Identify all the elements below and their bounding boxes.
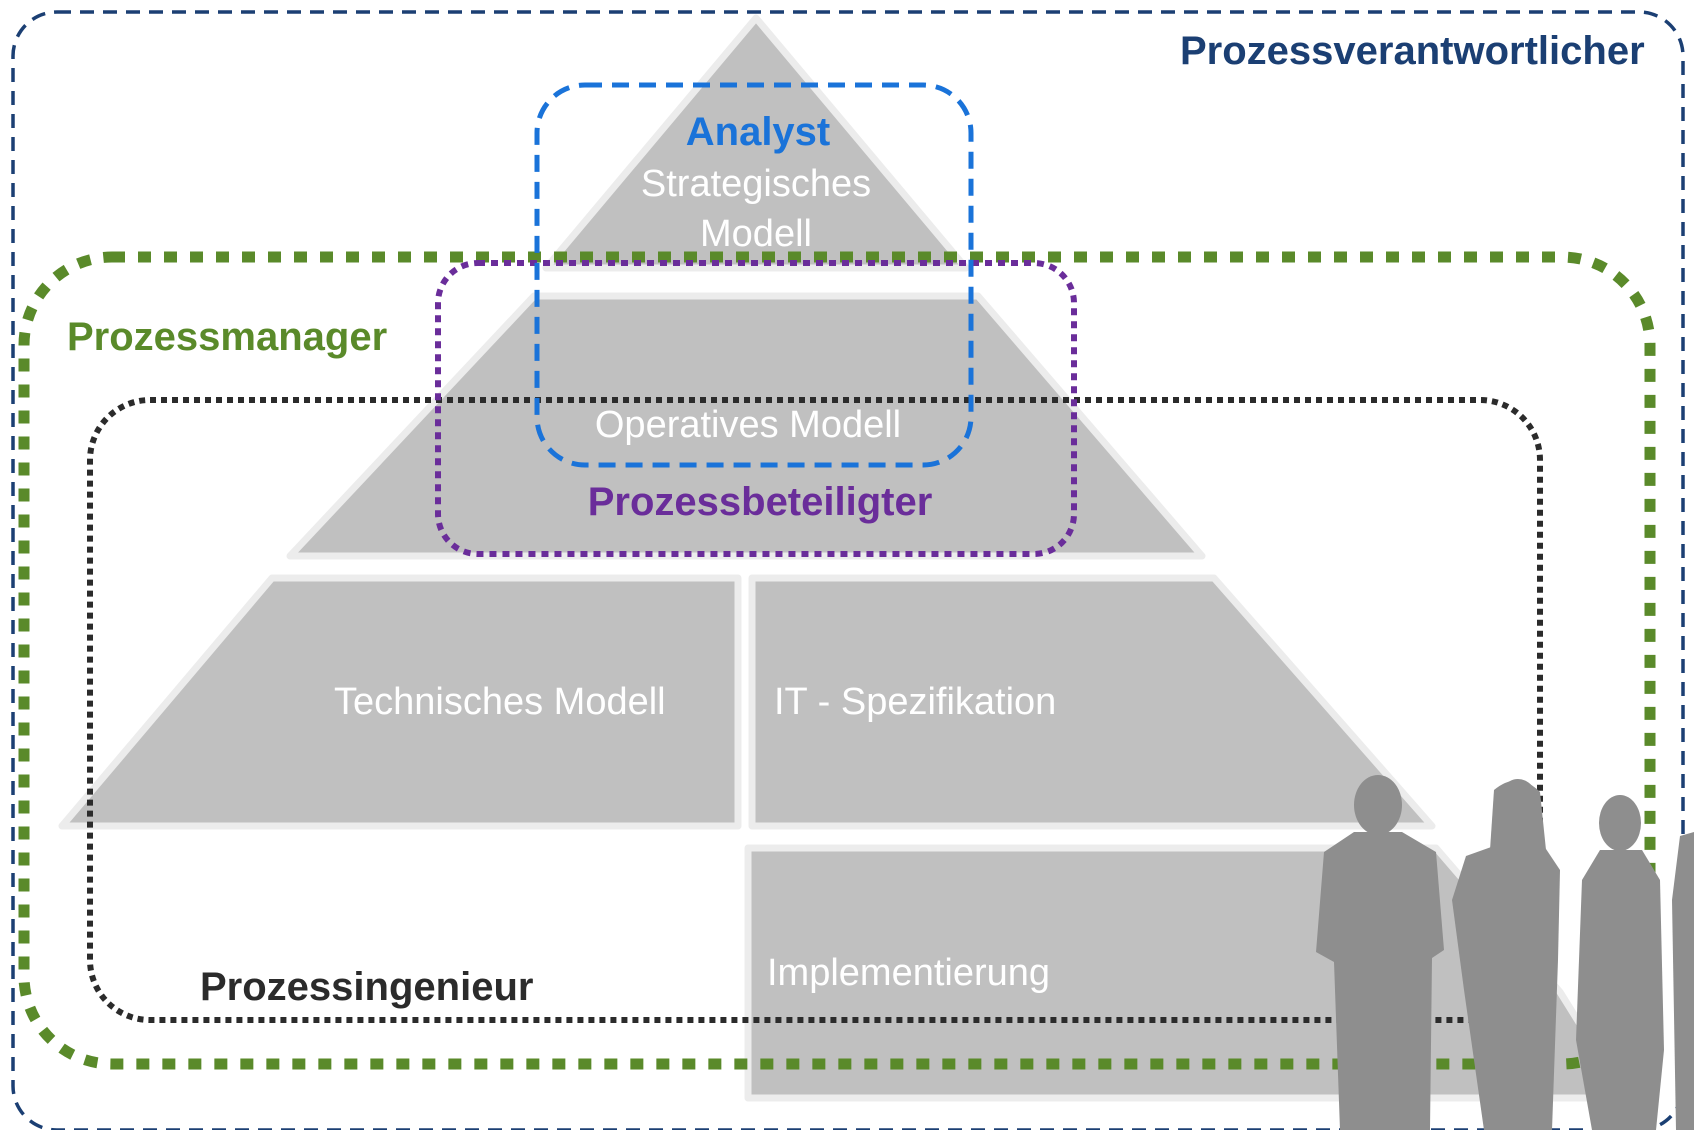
layer-operative-shape [286,292,1206,560]
strategic-model-label-line1: Strategisches [640,163,872,205]
prozessverantwortlicher-label: Prozessverantwortlicher [1180,29,1645,73]
people-silhouettes [1316,775,1694,1130]
technical-model-label: Technisches Modell [334,681,666,723]
businesswoman-silhouette-2 [1576,795,1664,1130]
businessman-silhouette [1316,775,1444,1130]
layer-it-spec-shape [748,574,1436,830]
implementation-label: Implementierung [767,952,1051,994]
operative-model-label: Operatives Modell [594,404,902,446]
layer-technical-shape [58,574,742,830]
person-silhouette-partial [1672,832,1694,1130]
it-spec-label: IT - Spezifikation [774,681,1057,723]
analyst-boundary [534,82,974,468]
prozessmanager-boundary [18,251,1656,1070]
analyst-label: Analyst [685,110,831,154]
prozessingenieur-label: Prozessingenieur [200,965,534,1009]
businesswoman-silhouette-1 [1452,779,1560,1130]
prozessingenieur-boundary [87,397,1543,1023]
prozessmanager-label: Prozessmanager [67,315,388,359]
strategic-model-label-line2: Modell [700,213,812,255]
prozessverantwortlicher-boundary [11,10,1685,1130]
pyramid [58,14,1630,1102]
layer-strategic-shape [542,14,970,272]
prozessbeteiligter-boundary [435,260,1077,557]
prozessbeteiligter-label: Prozessbeteiligter [587,480,933,524]
